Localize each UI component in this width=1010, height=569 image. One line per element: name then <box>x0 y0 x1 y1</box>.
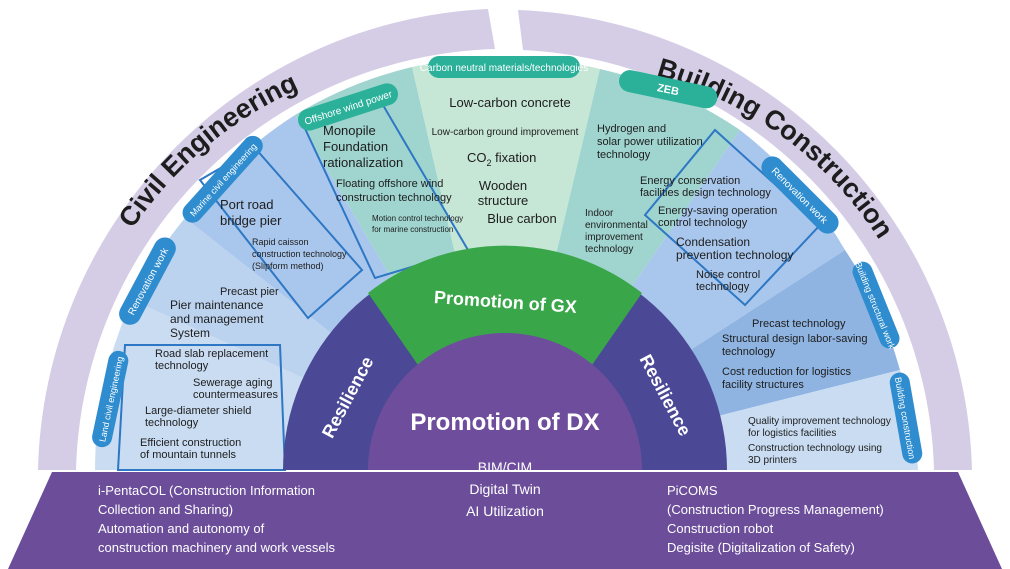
svg-text:construction machinery and wor: construction machinery and work vessels <box>98 540 335 555</box>
svg-text:Motion control technology: Motion control technology <box>372 214 463 223</box>
carbon-items: Low-carbon concrete Low-carbon ground im… <box>432 95 579 226</box>
svg-text:Port road: Port road <box>220 197 273 212</box>
svg-text:Precast technology: Precast technology <box>752 318 846 330</box>
svg-text:Floating offshore wind: Floating offshore wind <box>336 178 443 190</box>
svg-text:i-PentaCOL (Construction Infor: i-PentaCOL (Construction Information <box>98 483 315 498</box>
svg-text:technology: technology <box>597 149 651 161</box>
construction-items: Quality improvement technology for logis… <box>748 416 891 466</box>
dx-items: BIM/CIM Digital Twin AI Utilization <box>466 459 544 519</box>
marine-items: Port road bridge pier Rapid caisson cons… <box>220 197 347 271</box>
svg-text:Automation and autonomy of: Automation and autonomy of <box>98 521 265 536</box>
svg-text:Pier maintenance: Pier maintenance <box>170 298 264 312</box>
svg-text:structure: structure <box>478 193 529 208</box>
svg-text:Construction technology using: Construction technology using <box>748 443 882 454</box>
svg-text:Quality improvement technology: Quality improvement technology <box>748 416 891 427</box>
dx-core <box>368 333 642 470</box>
land-items: Road slab replacement technology Sewerag… <box>140 348 278 461</box>
svg-text:Energy-saving operation: Energy-saving operation <box>658 205 777 217</box>
svg-text:and management: and management <box>170 312 264 326</box>
svg-text:Hydrogen and: Hydrogen and <box>597 123 666 135</box>
svg-text:System: System <box>170 326 210 340</box>
civil-arc-band <box>38 9 495 470</box>
svg-text:CO2 fixation: CO2 fixation <box>467 150 536 168</box>
offshore-items: Monopile Foundation rationalization Floa… <box>323 123 463 234</box>
tab-carbon: Carbon neutral materials/technologies <box>420 56 588 78</box>
svg-text:Structural design labor-saving: Structural design labor-saving <box>722 333 868 345</box>
svg-text:Low-carbon ground improvement: Low-carbon ground improvement <box>432 127 579 138</box>
tab-zeb: ZEB <box>619 70 718 109</box>
svg-text:Sewerage aging: Sewerage aging <box>193 377 273 389</box>
structural-items: Precast technology Structural design lab… <box>722 318 868 391</box>
svg-text:Road slab replacement: Road slab replacement <box>155 348 268 360</box>
svg-text:Monopile: Monopile <box>323 123 376 138</box>
building-arc-band <box>518 10 972 470</box>
svg-text:for marine construction: for marine construction <box>372 225 453 234</box>
svg-text:control technology: control technology <box>658 217 748 229</box>
svg-text:Large-diameter shield: Large-diameter shield <box>145 405 251 417</box>
svg-text:(Slipform method): (Slipform method) <box>252 261 324 271</box>
svg-text:Wooden: Wooden <box>479 178 527 193</box>
svg-text:Precast pier: Precast pier <box>220 286 279 298</box>
svg-text:Collection and Sharing): Collection and Sharing) <box>98 502 233 517</box>
svg-text:solar power utilization: solar power utilization <box>597 136 703 148</box>
svg-text:Digital Twin: Digital Twin <box>469 481 540 497</box>
svg-text:technology: technology <box>722 346 776 358</box>
svg-text:facility structures: facility structures <box>722 379 804 391</box>
svg-text:Efficient construction: Efficient construction <box>140 437 241 449</box>
gx-band <box>368 245 642 365</box>
svg-text:for logistics facilities: for logistics facilities <box>748 428 836 439</box>
renovation-left-items: Precast pier Pier maintenance and manage… <box>170 286 279 340</box>
svg-text:bridge pier: bridge pier <box>220 213 282 228</box>
svg-text:Low-carbon concrete: Low-carbon concrete <box>449 95 570 110</box>
svg-text:construction technology: construction technology <box>252 249 347 259</box>
svg-text:(Construction Progress Managem: (Construction Progress Management) <box>667 502 884 517</box>
svg-text:Construction robot: Construction robot <box>667 521 774 536</box>
svg-text:technology: technology <box>145 417 199 429</box>
tab-carbon-label: Carbon neutral materials/technologies <box>420 63 588 74</box>
svg-text:of mountain tunnels: of mountain tunnels <box>140 449 237 461</box>
svg-text:BIM/CIM: BIM/CIM <box>478 459 532 475</box>
svg-text:construction technology: construction technology <box>336 192 452 204</box>
tab-zeb-label: ZEB <box>656 82 680 98</box>
svg-text:facilities design technology: facilities design technology <box>640 187 771 199</box>
svg-text:Energy conservation: Energy conservation <box>640 175 740 187</box>
svg-text:Noise control: Noise control <box>696 269 760 281</box>
svg-text:Cost reduction for logistics: Cost reduction for logistics <box>722 366 851 378</box>
svg-text:technology: technology <box>696 281 750 293</box>
svg-text:prevention technology: prevention technology <box>676 248 793 262</box>
zeb-items: Hydrogen and solar power utilization tec… <box>585 123 703 255</box>
svg-text:3D printers: 3D printers <box>748 455 797 466</box>
base-left-list: i-PentaCOL (Construction Information Col… <box>98 483 335 555</box>
svg-text:PiCOMS: PiCOMS <box>667 483 718 498</box>
svg-text:environmental: environmental <box>585 220 648 231</box>
svg-text:technology: technology <box>585 244 633 255</box>
base-band <box>8 472 1002 569</box>
svg-text:countermeasures: countermeasures <box>193 389 278 401</box>
svg-text:Indoor: Indoor <box>585 208 614 219</box>
renovation-right-items: Energy conservation facilities design te… <box>640 175 793 293</box>
dx-title: Promotion of DX <box>410 409 599 436</box>
svg-text:Condensation: Condensation <box>676 235 750 249</box>
base-right-list: PiCOMS (Construction Progress Management… <box>667 483 884 555</box>
svg-text:technology: technology <box>155 360 209 372</box>
svg-text:Foundation: Foundation <box>323 139 388 154</box>
svg-text:AI Utilization: AI Utilization <box>466 503 544 519</box>
svg-text:improvement: improvement <box>585 232 643 243</box>
svg-text:Rapid caisson: Rapid caisson <box>252 237 309 247</box>
svg-text:Degisite (Digitalization of Sa: Degisite (Digitalization of Safety) <box>667 540 855 555</box>
svg-text:Blue carbon: Blue carbon <box>487 211 556 226</box>
svg-text:rationalization: rationalization <box>323 155 403 170</box>
